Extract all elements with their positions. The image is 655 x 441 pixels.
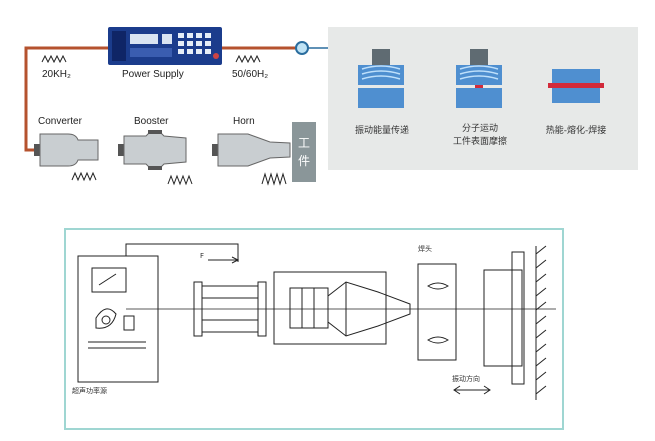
power-supply-unit (108, 27, 222, 65)
spring-icon (235, 54, 261, 64)
machine-schematic (77, 243, 556, 400)
stage-1-label: 振动能量传递 (354, 126, 409, 136)
horn-shape (212, 133, 291, 167)
vibration-direction-label: 振动方向 (452, 375, 480, 383)
force-arrow-icon (208, 256, 240, 264)
horn-head-label: 焊头 (418, 245, 432, 253)
anvil-block (483, 269, 523, 367)
converter-shape (34, 133, 99, 167)
horn-cone (327, 281, 411, 337)
force-label: F (200, 252, 205, 260)
workpiece-char: 工 (297, 136, 310, 150)
frequency-right-label: 50/60H₂ (232, 69, 269, 80)
stage-2-graphic (456, 49, 502, 108)
stages-graphic (358, 49, 604, 108)
stage-3-label: 热能-熔化-焊接 (545, 126, 607, 136)
top-diagram (24, 27, 330, 186)
stage-1-graphic (358, 49, 404, 108)
workpiece-label: 工 件 (292, 122, 316, 182)
power-supply-label: Power Supply (122, 69, 184, 80)
booster-shape (118, 130, 187, 170)
spring-icon (41, 54, 67, 64)
generator-label: 超声功率源 (72, 387, 107, 395)
horn-head-block (417, 263, 457, 361)
vibration-arrow-icon (453, 385, 491, 395)
booster-housing (273, 271, 387, 345)
spring-icon (261, 172, 287, 186)
spring-icon (71, 171, 97, 182)
welding-machine-diagram: F 焊头 超声功率源 振动方向 (64, 228, 564, 430)
generator-cabinet (77, 255, 159, 383)
power-wire-left (24, 46, 108, 152)
stage-3-graphic (548, 69, 604, 103)
frequency-left-label: 20KH₂ (42, 69, 71, 80)
booster-label: Booster (134, 116, 169, 127)
spring-icon (167, 174, 193, 186)
converter-label: Converter (38, 116, 82, 127)
horn-label: Horn (233, 116, 255, 127)
plug-icon (295, 41, 309, 55)
welding-stages-panel: 振动能量传递 分子运动 工件表面摩擦 热能-熔化-焊接 (328, 27, 638, 170)
workpiece-char: 件 (297, 154, 310, 168)
stage-2-label: 分子运动 工件表面摩擦 (452, 124, 507, 147)
